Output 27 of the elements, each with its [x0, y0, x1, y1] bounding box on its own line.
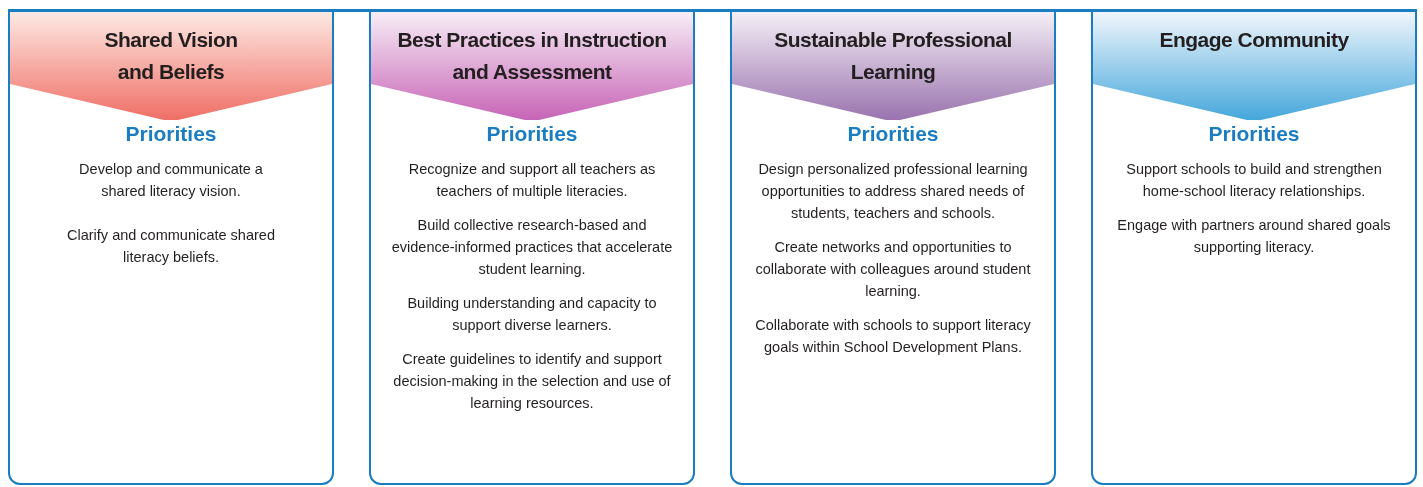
priority-column	[1091, 9, 1417, 485]
priorities-heading: Priorities	[125, 122, 217, 146]
chevron-banner	[732, 12, 1054, 120]
priority-column	[369, 9, 695, 485]
priority-text: Building understanding and capacity to support diverse learners.	[406, 294, 658, 335]
priority-column	[730, 9, 1056, 485]
priority-text: Create guidelines to identify and support decision-making in the selection and use of learning resources.	[392, 350, 672, 413]
priorities-heading: Priorities	[847, 122, 939, 146]
priority-text: Collaborate with schools to support literacy goals within School Development Plans.	[754, 316, 1032, 357]
column-heading: Shared Vision and Beliefs	[103, 27, 239, 85]
priority-text: Clarify and communicate shared literacy beliefs.	[66, 226, 276, 267]
column-heading: Engage Community	[1158, 27, 1350, 53]
column-heading: Sustainable Professional Learning	[773, 27, 1013, 85]
priority-text: Develop and communicate a shared literacy vision.	[78, 160, 264, 201]
priorities-heading: Priorities	[486, 122, 578, 146]
priority-text: Support schools to build and strengthen home-school literacy relationships.	[1125, 160, 1383, 201]
priority-text: Design personalized professional learning opportunities to address shared needs of students, teachers and schools.	[757, 160, 1029, 223]
priorities-heading: Priorities	[1208, 122, 1300, 146]
priority-text: Create networks and opportunities to collaborate with colleagues around student learning.	[754, 238, 1032, 301]
chevron-banner	[10, 12, 332, 120]
priority-text: Build collective research-based and evidence-informed practices that accelerate student learning.	[390, 216, 674, 279]
chevron-banner	[1093, 12, 1415, 120]
column-heading: Best Practices in Instruction and Assessment	[396, 27, 668, 85]
priority-column	[8, 9, 334, 485]
priority-text: Recognize and support all teachers as teachers of multiple literacies.	[407, 160, 657, 201]
priority-text: Engage with partners around shared goals supporting literacy.	[1116, 216, 1392, 257]
chevron-banner	[371, 12, 693, 120]
